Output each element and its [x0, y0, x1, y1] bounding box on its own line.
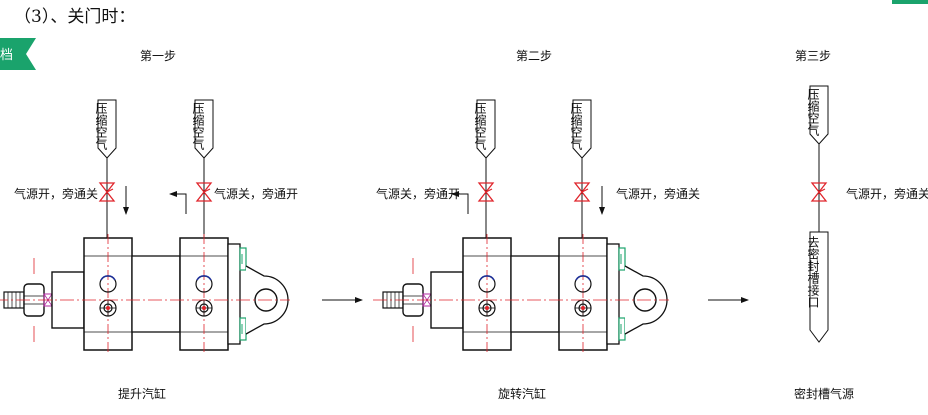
step-1-caption: 提升汽缸	[118, 386, 166, 401]
step-3-title: 第三步	[795, 49, 831, 63]
step-1-title: 第一步	[140, 49, 176, 63]
step-2-cylinder	[373, 234, 669, 354]
corner-accent	[892, 0, 928, 4]
step-2-left-valve-label: 气源关，旁通开	[376, 186, 460, 201]
step-1-left-valve-label: 气源开，旁通关	[14, 186, 98, 201]
step-2-right-valve-label: 气源开，旁通关	[616, 186, 700, 201]
step-3-outlet-tag	[809, 231, 829, 343]
step-3-caption: 密封槽气源	[794, 386, 854, 401]
side-tag	[0, 38, 36, 70]
section-heading: （3）、关门时：	[14, 7, 136, 27]
step-2-right-pipe-label: 压缩空气	[569, 102, 583, 150]
step-1: 第一步 压缩空气 气源开，旁通关 压缩空气 气源关，旁通开 提升汽缸	[0, 49, 298, 401]
step-1-cylinder	[0, 234, 290, 354]
step-2: 第二步 压缩空气 气源关，旁通开 压缩空气 气源开，旁通关 旋转汽缸	[373, 49, 700, 401]
step-2-caption: 旋转汽缸	[498, 386, 546, 401]
step-3-valve-label: 气源开，旁通关	[846, 186, 928, 201]
step-1-left-pipe-label: 压缩空气	[94, 102, 108, 150]
step-3: 第三步 压缩空气 气源开，旁通关 去密封槽接口 密封槽气源	[794, 49, 928, 401]
step-2-left-pipe-label: 压缩空气	[473, 102, 487, 150]
step-3-bottom-pipe-label: 去密封槽接口	[806, 236, 820, 308]
step-3-top-pipe-label: 压缩空气	[806, 88, 820, 136]
step-1-right-pipe-label: 压缩空气	[191, 102, 205, 150]
side-tag-label: 档	[0, 48, 14, 63]
step-2-title: 第二步	[516, 49, 552, 63]
step-1-right-valve-label: 气源关，旁通开	[214, 186, 298, 201]
